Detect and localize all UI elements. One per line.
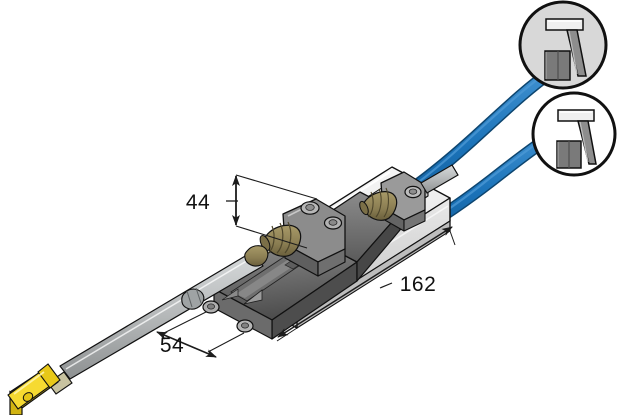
inset-detail-top xyxy=(518,0,608,90)
rear-rod xyxy=(420,164,459,194)
dimension-54: 54 xyxy=(156,311,245,358)
push-rod xyxy=(59,245,269,380)
mounting-hardware xyxy=(202,300,254,333)
dimension-44-label: 44 xyxy=(186,191,210,214)
inset-detail-bottom xyxy=(531,91,617,177)
bellows-rear xyxy=(359,187,398,221)
yellow-connector xyxy=(7,363,73,415)
dimension-54-label: 54 xyxy=(160,334,184,357)
dimension-162-label: 162 xyxy=(400,273,437,296)
dimension-162: 162 xyxy=(276,226,456,342)
